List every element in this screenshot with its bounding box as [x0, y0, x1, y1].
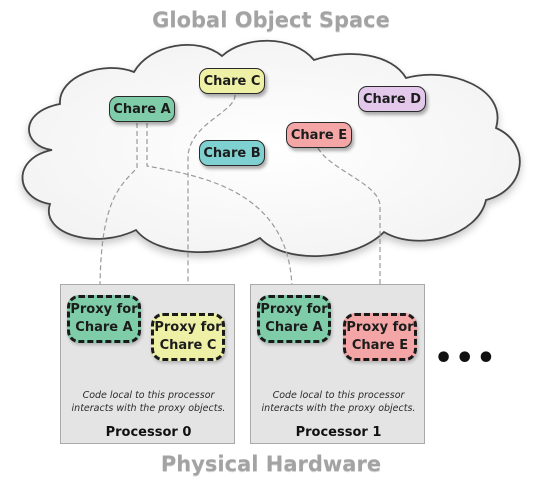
connector-chare-a-proc1 — [146, 123, 293, 293]
proxy-label-line2: Chare E — [351, 338, 409, 353]
proxy-label-line1: Proxy for — [154, 320, 222, 335]
note-line1: Code local to this processor — [272, 390, 405, 401]
cloud-shape — [21, 39, 521, 258]
chare-e: Chare E — [286, 122, 352, 148]
processor-label: Processor 0 — [105, 425, 192, 440]
proxy-label-line2: Chare A — [75, 320, 133, 335]
note-line2: interacts with the proxy objects. — [261, 403, 416, 414]
global-object-space-title: Global Object Space — [152, 8, 390, 32]
processor-label: Processor 1 — [295, 425, 382, 440]
processor-1: Proxy for Chare A Proxy for Chare E Code… — [250, 284, 425, 444]
processor-note: Code local to this processor interacts w… — [251, 389, 426, 415]
proxy-label-line1: Proxy for — [346, 320, 414, 335]
physical-hardware-title: Physical Hardware — [160, 452, 382, 476]
proxy-label-line2: Chare A — [265, 320, 323, 335]
processor-note: Code local to this processor interacts w… — [61, 389, 236, 415]
connector-chare-e-proc1 — [317, 147, 381, 313]
proxy-label-line1: Proxy for — [260, 302, 328, 317]
more-processors-ellipsis: ••• — [434, 341, 498, 376]
proxy-chare-a-proc0: Proxy for Chare A — [67, 295, 141, 343]
note-line1: Code local to this processor — [82, 390, 215, 401]
proxy-chare-c-proc0: Proxy for Chare C — [151, 313, 225, 361]
proxy-label-line1: Proxy for — [70, 302, 138, 317]
proxy-chare-a-proc1: Proxy for Chare A — [257, 295, 331, 343]
chare-c: Chare C — [199, 68, 265, 94]
connector-chare-a-proc0 — [99, 123, 138, 293]
chare-a: Chare A — [109, 96, 175, 122]
proxy-label-line2: Chare C — [159, 338, 217, 353]
proxy-chare-e-proc1: Proxy for Chare E — [343, 313, 417, 361]
processor-0: Proxy for Chare A Proxy for Chare C Code… — [60, 284, 235, 444]
chare-d: Chare D — [358, 86, 426, 112]
note-line2: interacts with the proxy objects. — [71, 403, 226, 414]
chare-b: Chare B — [199, 140, 265, 166]
